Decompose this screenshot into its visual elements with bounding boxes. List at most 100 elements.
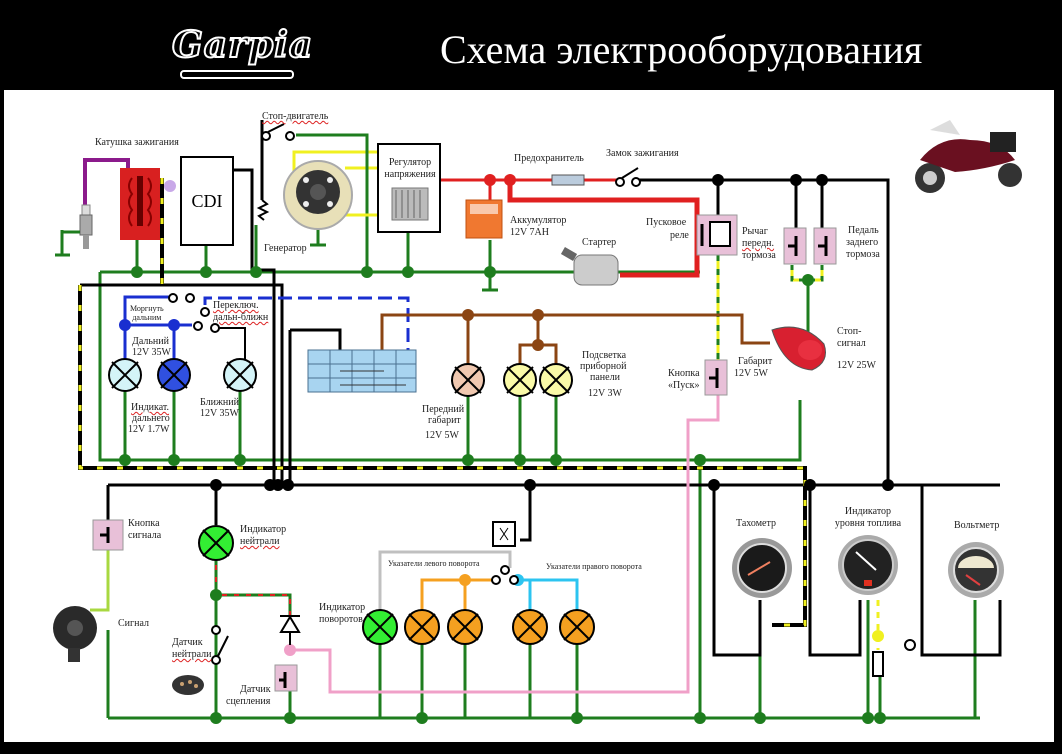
low-beam-label: Ближний <box>200 397 239 408</box>
page-title: Схема электрооборудования <box>440 27 923 72</box>
diode-icon <box>279 615 301 645</box>
horn-button-label: Кнопка <box>128 518 160 529</box>
starter-motor-icon <box>560 247 619 286</box>
ht-lead <box>83 158 130 205</box>
fuel-gauge-icon <box>838 535 898 595</box>
stop-light-label: Стоп- <box>837 326 862 337</box>
panel-light-label-2: приборной <box>580 361 627 372</box>
engine-stop-label: Стоп-двигатель <box>262 111 329 122</box>
low-beam-wire <box>218 327 246 360</box>
front-position-label: Передний <box>422 404 465 415</box>
light-switch-block-icon <box>307 349 417 393</box>
ignition-coil-icon <box>120 168 160 240</box>
fuel-gauge-label-1: Индикатор <box>844 506 892 517</box>
turn-indicator-label: Индикатор <box>319 602 366 613</box>
rear-brake-label: Педаль <box>848 225 879 236</box>
horn-wire <box>90 550 110 612</box>
fuse-icon <box>551 174 585 186</box>
pink-wires <box>290 395 720 694</box>
front-brake-label-2: передн. <box>742 238 775 249</box>
flash-high-label-1: Моргнуть <box>130 304 164 313</box>
flasher-relay-icon <box>492 521 516 547</box>
start-button-label: Кнопка <box>668 368 700 379</box>
panel-light-label-3: панели <box>590 372 620 383</box>
horn-label: Сигнал <box>118 618 149 629</box>
high-indicator-label-2: дальнего <box>132 413 170 424</box>
battery-label: Аккумулятор <box>510 215 567 226</box>
regulator-label: Регулятор напряжения <box>384 157 436 180</box>
motorcycle-image <box>915 120 1022 193</box>
neutral-wires <box>214 565 292 640</box>
voltmeter-label: Вольтметр <box>954 520 1000 531</box>
header: Garpia Схема электрооборудования <box>0 0 1062 90</box>
stop-light-label-2: сигнал <box>837 338 866 349</box>
high-indicator-label: Индикат. <box>131 402 170 413</box>
clutch-sensor-label: Датчик <box>240 684 271 695</box>
logo-swash <box>180 70 294 79</box>
dimmer-label: Переключ. <box>213 300 259 311</box>
fuel-sender-icon <box>872 651 884 677</box>
stop-light-spec: 12V 25W <box>837 360 876 371</box>
low-beam-spec: 12V 35W <box>200 408 239 419</box>
tail-position-label: Габарит <box>738 356 773 367</box>
brake-switch-icons <box>783 227 837 265</box>
rear-brake-label-3: тормоза <box>846 249 880 260</box>
tail-position-spec: 12V 5W <box>734 368 768 379</box>
switch-contacts <box>168 123 916 665</box>
ignition-coil-label: Катушка зажигания <box>95 137 179 148</box>
neutral-sensor-label: Датчик <box>172 637 203 648</box>
turn-indicator-label-2: поворотов <box>319 614 363 625</box>
horn-icon <box>53 606 97 662</box>
flash-high-label-2: дальним <box>132 313 162 322</box>
starter-label: Стартер <box>582 237 617 248</box>
front-brake-label-3: тормоза <box>742 250 776 261</box>
panel-light-spec: 12V 3W <box>588 388 622 399</box>
brand-logo: Garpia <box>171 23 314 67</box>
clutch-sensor-label-2: сцепления <box>226 696 271 707</box>
neutral-sensor-icon <box>172 675 204 695</box>
fuel-gauge-label-2: уровня топлива <box>834 518 902 529</box>
high-beam-label: Дальний <box>132 336 169 347</box>
front-position-label-2: габарит <box>428 415 461 426</box>
start-button-label-2: «Пуск» <box>668 380 700 391</box>
start-relay-icon <box>696 214 738 256</box>
junction-dots <box>119 174 894 724</box>
high-beam-spec: 12V 35W <box>132 347 171 358</box>
start-relay-label-2: реле <box>670 230 689 241</box>
fuse-label: Предохранитель <box>514 153 584 164</box>
generator-label: Генератор <box>264 243 307 254</box>
generator-coil-icon <box>256 199 270 221</box>
horn-button-label-2: сигнала <box>128 530 162 541</box>
tachometer-label: Тахометр <box>736 518 776 529</box>
cdi-unit: CDI <box>180 156 234 246</box>
harness-wires <box>78 178 880 650</box>
tachometer-icon <box>732 538 792 598</box>
high-indicator-spec: 12V 1.7W <box>128 424 170 435</box>
stop-light-icon <box>771 326 826 371</box>
left-turn-label: Указатели левого поворота <box>388 559 480 568</box>
panel-light-label: Подсветка <box>582 350 627 361</box>
battery-icon <box>465 199 503 239</box>
neutral-indicator-label: Индикатор <box>240 524 287 535</box>
generator-flywheel-icon <box>283 160 353 230</box>
start-button-icon <box>704 359 728 396</box>
ignition-lock-label: Замок зажигания <box>606 148 679 159</box>
voltmeter-icon <box>948 542 1004 598</box>
clutch-sensor-icon <box>274 664 298 692</box>
lamps <box>108 358 595 645</box>
front-position-spec: 12V 5W <box>425 430 459 441</box>
engine-stop-wire <box>296 133 369 180</box>
rear-brake-label-2: заднего <box>846 237 879 248</box>
front-brake-label: Рычаг <box>742 226 768 237</box>
battery-spec: 12V 7AH <box>510 227 549 238</box>
start-relay-label: Пусковое <box>646 217 687 228</box>
voltage-regulator-icon <box>377 143 441 233</box>
neutral-sensor-label-2: нейтрали <box>172 649 212 660</box>
dimmer-label-2: дальн-ближн <box>213 312 269 323</box>
horn-button-icon <box>92 519 124 551</box>
neutral-indicator-label-2: нейтрали <box>240 536 280 547</box>
